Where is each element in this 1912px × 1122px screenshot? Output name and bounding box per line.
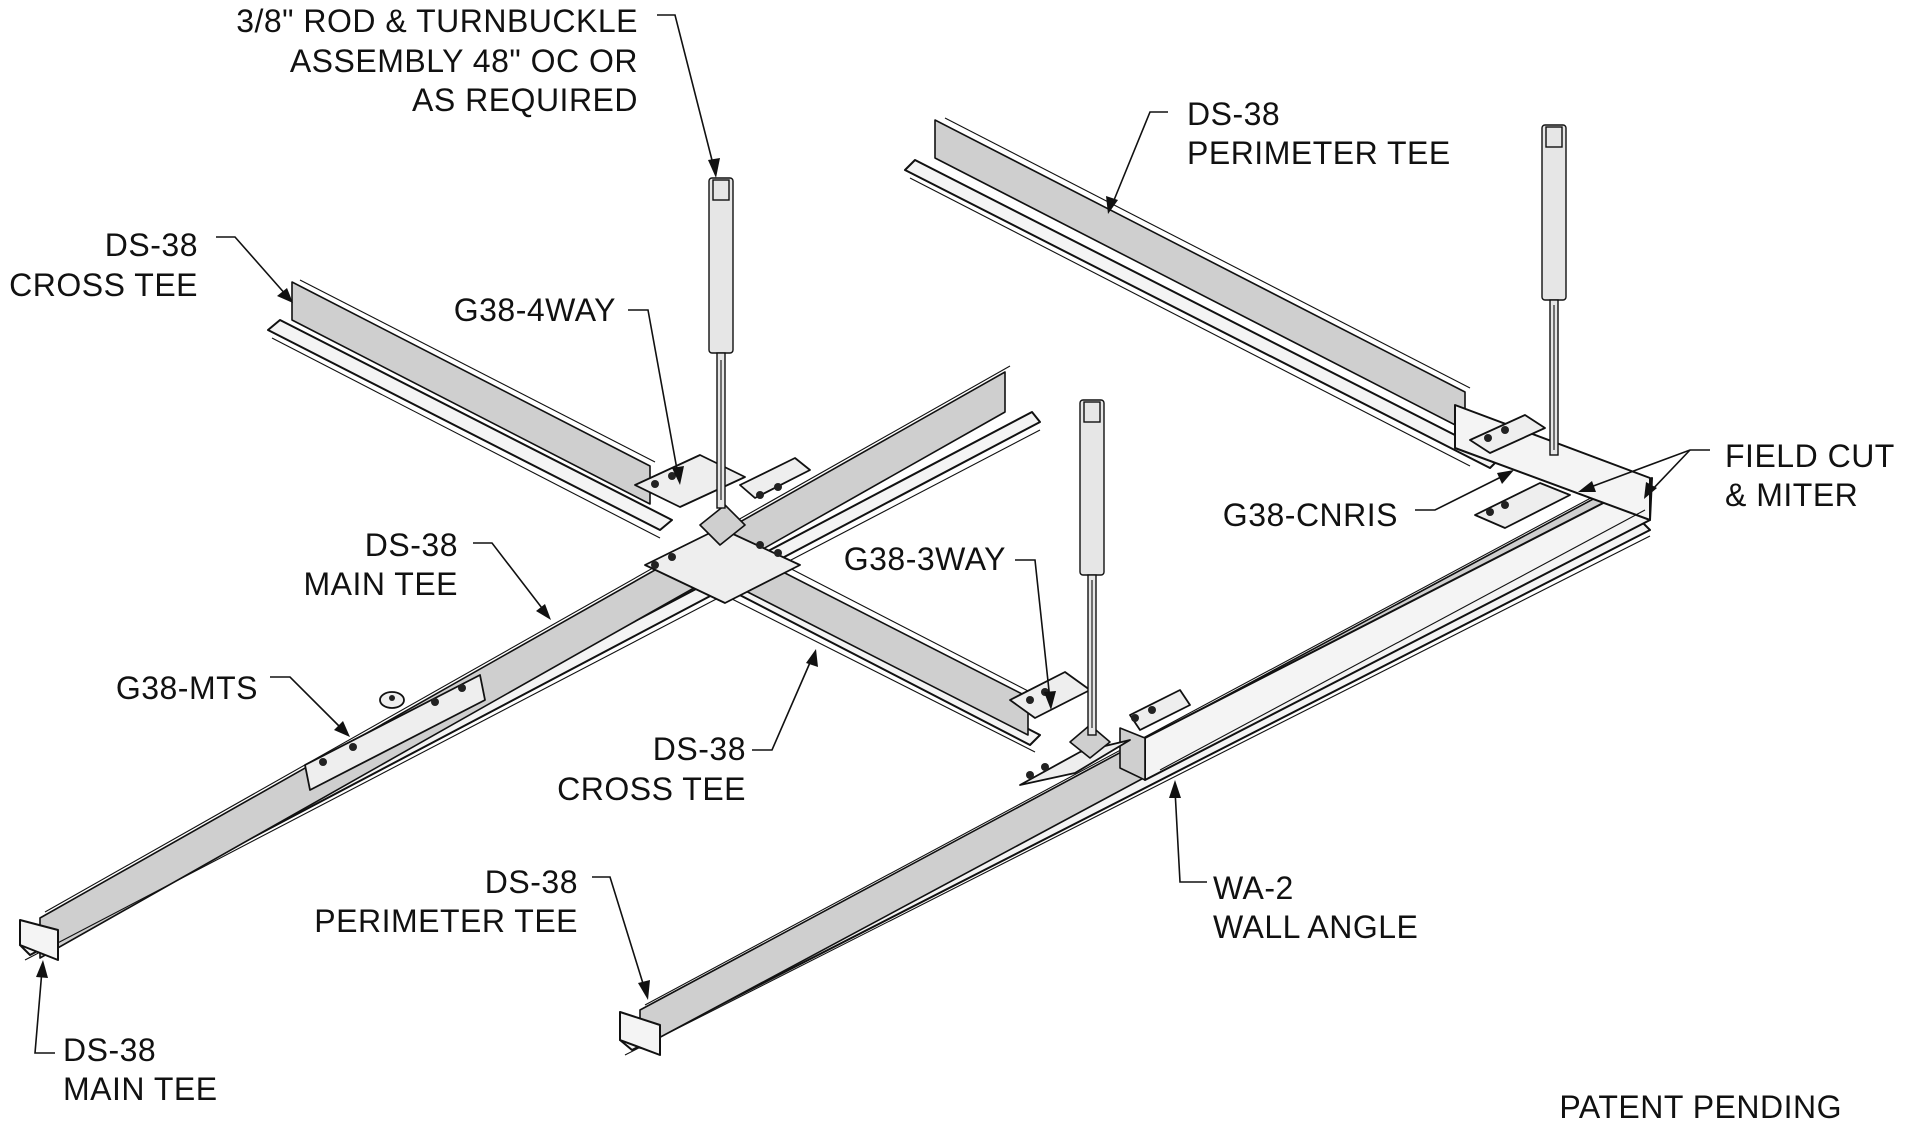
grid-members	[19, 117, 1653, 1056]
cross-tee-left-label-line1: DS-38	[105, 227, 198, 263]
field-cut-label-line1: FIELD CUT	[1725, 438, 1895, 474]
cross-tee-left	[267, 279, 673, 539]
g38-4way-label: G38-4WAY	[454, 292, 616, 328]
labels: 3/8" ROD & TURNBUCKLE ASSEMBLY 48" OC OR…	[9, 3, 1895, 1122]
g38-mts-label: G38-MTS	[116, 670, 258, 706]
perimeter-tee-top	[904, 117, 1501, 469]
leader-lines	[34, 14, 1710, 1054]
main-tee-mid-label-line1: DS-38	[365, 527, 458, 563]
wall-angle-label-line2: WALL ANGLE	[1213, 909, 1418, 945]
cross-tee-mid-label-line2: CROSS TEE	[557, 771, 746, 807]
rod-assembly-label-line2: ASSEMBLY 48" OC OR	[290, 43, 638, 79]
wall-angle	[1119, 404, 1653, 781]
clips	[304, 414, 1571, 791]
patent-pending-label: PATENT PENDING	[1559, 1089, 1842, 1122]
main-tee-bottom-label-line1: DS-38	[63, 1032, 156, 1068]
wall-angle-label-line1: WA-2	[1213, 870, 1294, 906]
perimeter-tee-bottom-label-line2: PERIMETER TEE	[314, 903, 578, 939]
rod-assembly-label-line1: 3/8" ROD & TURNBUCKLE	[236, 3, 638, 39]
rod-assembly-label-line3: AS REQUIRED	[412, 82, 638, 118]
g38-3way-label: G38-3WAY	[844, 541, 1006, 577]
cross-tee-mid-label-line1: DS-38	[653, 731, 746, 767]
rod-assemblies	[708, 124, 1567, 736]
perimeter-tee-bottom-label-line1: DS-38	[485, 864, 578, 900]
g38-cnris-label: G38-CNRIS	[1223, 497, 1398, 533]
cross-tee-left-label-line2: CROSS TEE	[9, 267, 198, 303]
field-cut-label-line2: & MITER	[1725, 477, 1858, 513]
main-tee-mid-label-line2: MAIN TEE	[303, 566, 458, 602]
perimeter-tee-top-label-line2: PERIMETER TEE	[1187, 135, 1451, 171]
main-tee	[19, 365, 1041, 961]
perimeter-tee-top-label-line1: DS-38	[1187, 96, 1280, 132]
main-tee-bottom-label-line2: MAIN TEE	[63, 1071, 218, 1107]
